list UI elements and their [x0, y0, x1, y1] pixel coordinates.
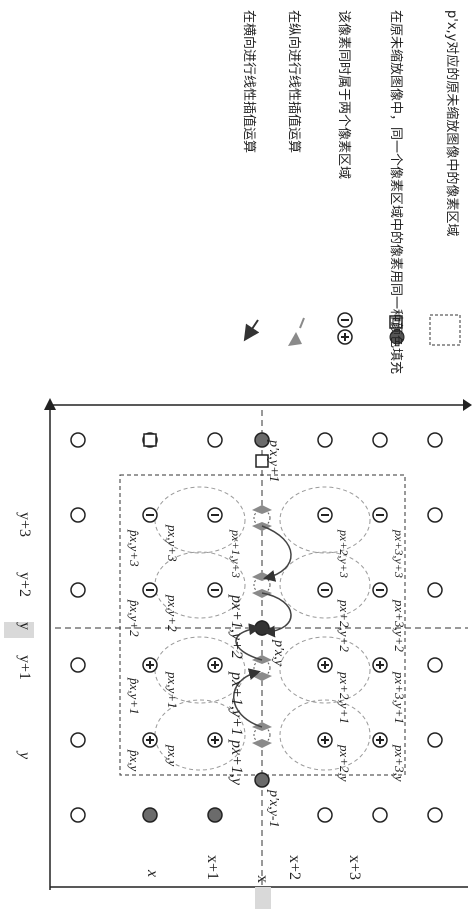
axis-bottom-label-x3: x+3 [346, 855, 363, 880]
p-prime-right-label: p'x,y+1 [266, 439, 281, 482]
legend-plus-minus-circle-icon [337, 312, 353, 345]
cell-label: px+3,y+3 [392, 529, 406, 578]
cell-label: px+2,y+1 [337, 671, 352, 724]
legend-text-4: 在纵向进行线性插值运算 [286, 10, 302, 153]
legend-text-5: 在横向进行线性插值运算 [241, 10, 257, 153]
p-prime-left-label: p'x,y-1 [266, 789, 281, 828]
legend-half-filled-circle-square-icon [389, 315, 405, 345]
cell-label: px+2,y [337, 744, 352, 782]
cell-label: px,y [165, 744, 180, 767]
legend-solid-dark-arrow-icon [243, 319, 260, 342]
cell-label: p̂x,y+2 [127, 599, 142, 637]
pixel-region-box [119, 474, 406, 776]
axis-top-label-y3: y+3 [16, 512, 33, 537]
cell-label: px+2,y+2 [337, 599, 352, 652]
legend-text-2: 在原未缩放图像中，同一个像素区域中的像素用同一种颜色填充 [388, 10, 404, 374]
cell-labels: p̂x,y px,y p̂x,y+1 px,y+1 p̂x,y+2 px,y+2… [127, 524, 407, 786]
cell-label: px+1,y [228, 739, 245, 786]
axis-top-label-y: y [16, 750, 33, 760]
cell-label: px+3,y+2 [392, 599, 407, 652]
legend: p'x,y对应的原未缩放图像中的像素区域 在原未缩放图像中，同一个像素区域中的像… [241, 10, 461, 374]
legend-text-3: 该像素同时属于两个像素区域 [336, 10, 351, 179]
cell-label: px+1,y+1 [228, 671, 245, 736]
cell-label: px+1,y+3 [229, 529, 243, 578]
cell-label: px+2,y+3 [337, 529, 351, 578]
legend-dashed-gray-arrow-icon [288, 317, 305, 346]
square-pixels [143, 433, 269, 468]
legend-dashed-square-icon [429, 314, 461, 346]
horizontal-interpolation-arrows [233, 525, 292, 728]
legend-text-1: p'x,y对应的原未缩放图像中的像素区域 [444, 10, 460, 236]
cell-label: px+3,y [392, 744, 407, 782]
cell-label: p̂x,y+3 [127, 529, 142, 567]
highlight-bottom [255, 887, 271, 909]
cell-label: p̂x,y+1 [127, 677, 142, 715]
cell-label: px,y+1 [165, 671, 180, 709]
axis-bottom-label-x2: x+2 [286, 855, 303, 880]
axis-bottom-label-x: x [144, 869, 161, 877]
cell-label: px,y+3 [165, 524, 180, 562]
highlight-top [4, 622, 34, 638]
cell-label: px+1,y+2 [228, 594, 245, 659]
axis-bottom-label-x1: x+1 [204, 855, 221, 880]
main-diagram: y y+1 y y+2 y+3 x x+1 x x+2 x+3 [4, 398, 472, 909]
axis-top-label-y2: y+2 [16, 572, 33, 597]
axis-top-label-y-center: y [16, 622, 33, 630]
cell-label: px,y+2 [165, 594, 180, 632]
region-ellipses [154, 486, 371, 771]
axis-bottom-label-x-center: x [254, 875, 271, 883]
p-prime-center-label: p'x,y [271, 639, 286, 667]
cell-label: px+3,y+1 [392, 671, 407, 724]
cell-label: p̂x,y [127, 749, 142, 772]
axis-top-label-y1: y+1 [16, 655, 33, 680]
inner-pixels [142, 507, 388, 748]
